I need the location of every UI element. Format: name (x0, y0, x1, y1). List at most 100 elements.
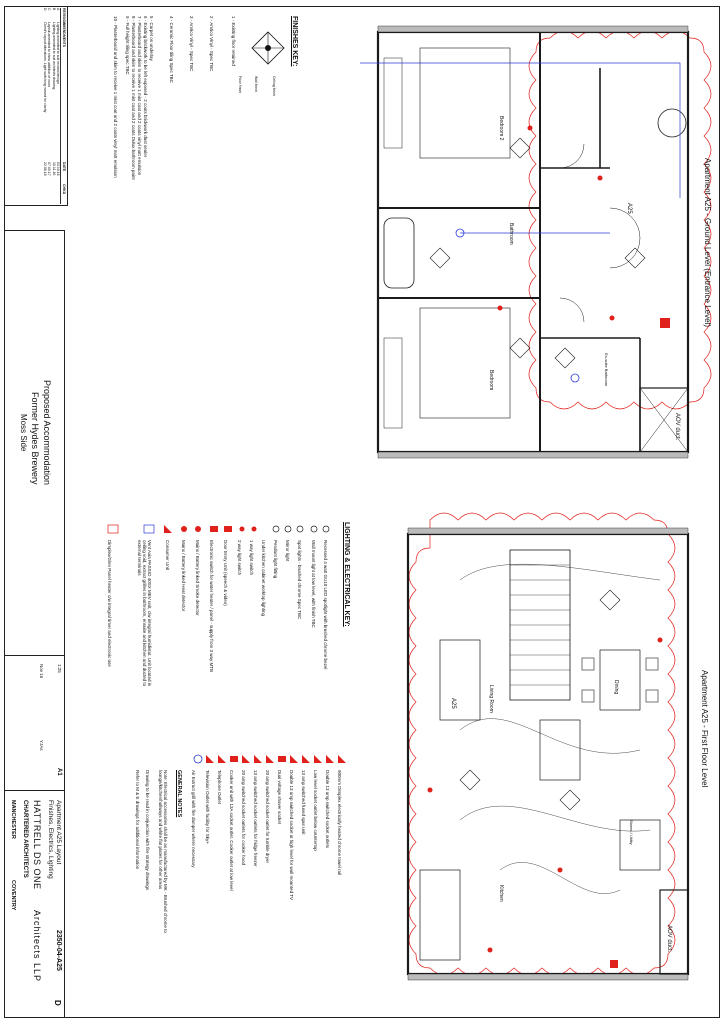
revisions-box: REVISION AMENDMENTS DATE CHKD A Lighting … (4, 6, 68, 206)
firm-subtitle: CHARTERED ARCHITECTS (22, 800, 28, 878)
room-label: En-suite Bathroom (604, 353, 609, 387)
finish-item: 2 - Amtico Vinyl - Spec TBC (209, 16, 214, 72)
lighting-key-item: Pendant light fitting (273, 540, 278, 579)
finish-item: 5 - Carpet on underlay (149, 16, 154, 61)
lighting-key-item: Vent Axia PASSIO 40SX MEV unit, c/w inte… (137, 540, 152, 687)
firm-tag: Architects LLP (32, 910, 42, 983)
date-col-header: DATE (62, 162, 66, 172)
rev-date: 22.08.18 (43, 162, 47, 176)
lighting-symbols (107, 524, 330, 534)
rev-date: 10.11.16 (52, 162, 56, 176)
project-line: Former Hydes Brewery (30, 392, 40, 485)
room-label: Bathroom (508, 223, 514, 245)
first-plan-title: Apartment A25 - First Floor Level (700, 670, 709, 788)
ceiling-finish-label: Ceiling finish (272, 76, 276, 96)
lighting-key-item: Door Entry Unit (speech & video) (223, 540, 228, 606)
revisions-table: REVISION AMENDMENTS DATE CHKD A Lighting … (43, 8, 66, 204)
office-name: MANCHESTER (10, 800, 16, 839)
drawing-title-line: Finishes, Electrics, Lighting (47, 800, 54, 879)
title-block-divider (4, 655, 64, 656)
lighting-key-item: Wall mount light at low level, with fini… (311, 540, 316, 628)
firm-name: HATTRELL DS ONE (32, 800, 42, 890)
room-label: Kitchen (498, 885, 504, 902)
lighting-key-item: 20 amp switched socket outlet for tumble… (265, 770, 270, 864)
finish-item: 9 - Full height tiling spec TBC (125, 16, 130, 75)
general-note: Drawing to be read in conjunction with f… (145, 770, 150, 891)
wall-finish-label: Wall finish (254, 76, 258, 92)
finish-item: 3 - Amtico Vinyl - Spec TBC (189, 16, 194, 72)
finish-item: 1 - Existing floor retained (231, 16, 236, 66)
lighting-key-item: Dimplex/Glen Panel heater c/w integral t… (107, 540, 112, 667)
revision-letter: D (53, 1000, 62, 1006)
rev-letter: A (56, 8, 61, 11)
finish-item: 4 - Ceramic Floor tiling Spec TBC (169, 16, 174, 83)
lighting-key-item: 13 amp switched socket outlets for fridg… (253, 770, 258, 867)
lighting-key-item: 900mm Dimplex electrically heated chrome… (337, 770, 342, 876)
scale-value: 1:25 (57, 664, 62, 673)
room-label: A25 (626, 203, 632, 214)
drawing-number: 2350-04-A25 (55, 930, 62, 971)
lighting-key-item: 1 way light switch (249, 540, 254, 576)
rev-letter: C (47, 8, 52, 11)
first-floor-plan: Apartment A25 - First Floor Level Living… (406, 512, 709, 981)
office-name: COVENTRY (10, 880, 16, 911)
rev-date: 03.10.16 (56, 162, 61, 176)
amend-col-header: AMENDMENTS (62, 22, 66, 48)
room-label: A25 (450, 698, 456, 709)
lighting-key-item: Double 13 amp switched socket outlets (325, 770, 330, 849)
sheet-border (4, 6, 720, 1018)
rev-text: Lighting amended to suit architects draw… (52, 22, 56, 90)
lighting-key-item: 13 amp switched fused spur unit (301, 770, 306, 835)
lighting-key-item: Mirror light (285, 540, 290, 562)
lighting-key-item: Telephone Outlet (217, 770, 222, 805)
sheet-size: A1 (56, 768, 62, 776)
drawing-title-line: Apartment A25 Layout (55, 800, 62, 865)
room-label: Dining (613, 680, 619, 694)
room-label: Bedroom 2 (498, 116, 504, 141)
general-note: Refer to M & E drawings for additional i… (135, 770, 140, 870)
rev-text: Lighting amended to suit revised design (56, 22, 61, 84)
chkd-col-header: CHKD (62, 184, 66, 195)
lighting-key-item: Air Extract grill with fire damper where… (191, 770, 196, 868)
lighting-key-title: LIGHTING & ELECTRICAL KEY: (343, 522, 350, 627)
revision-row: A Lighting amended to suit revised design… (56, 8, 61, 204)
aov-label: AOV duct. (674, 413, 680, 441)
title-block-divider (4, 230, 64, 231)
rev-date: 07.03.17 (47, 162, 52, 176)
room-label: Living Room (488, 685, 494, 713)
room-label: Stores / Utility (629, 820, 634, 845)
ground-floor-plan: Apartment A25 - Ground Level (Entrance L… (360, 25, 712, 459)
rev-text: Client's layout alterations. Light switc… (43, 22, 47, 113)
general-notes-title: GENERAL NOTES (176, 770, 182, 818)
aov-label: AOV duct. (666, 925, 672, 953)
lighting-key-item: Television Outlet with facility for Sky+ (205, 770, 210, 844)
lighting-key-item: Under kitchen cabinet worktop lighting (261, 540, 266, 617)
revision-row: C Layout amended to show addition of room… (47, 8, 52, 204)
lighting-key-item: Mains / Battery linked Smoke detector (195, 540, 200, 616)
rev-col-header: REVISION (62, 8, 66, 25)
finish-item: 6 - Existing brickwork to be left expose… (143, 16, 148, 158)
lighting-key-item: Spot lights - brushed chrome Spec TBC (297, 540, 302, 620)
lighting-key-item: 2 way light switch (237, 540, 242, 576)
lighting-key-item: Consumer Unit (165, 540, 170, 571)
lighting-key-item: Cooker unit with 13A socket outlet. Cook… (229, 770, 234, 891)
ground-plan-title: Apartment A25 - Ground Level (Entrance L… (703, 158, 712, 327)
floor-finish-label: Floor finish (238, 76, 242, 94)
project-line: Moss Side (19, 414, 28, 452)
lighting-symbols-2 (193, 754, 346, 764)
lighting-key-item: Electronic switch for water heater / pan… (209, 540, 214, 673)
lighting-key-item: 20 amp switched socket outlets for cooke… (241, 770, 246, 866)
room-label: Bedroom (488, 370, 494, 390)
title-block-divider (64, 230, 65, 1018)
lighting-key-item: Dual voltage shaver socket (277, 770, 282, 825)
lighting-key-item: Recessed 4 watt GU10 LED spotlight with … (323, 540, 328, 670)
date-value: Nov 16 (39, 664, 44, 679)
finish-item: 8 - Plasterboard and skim to receive 1 m… (131, 16, 136, 180)
lighting-key-item: Double 13 amp switched socket at high le… (289, 770, 294, 900)
revision-row: D Client's layout alterations. Light swit… (43, 8, 47, 204)
rev-letter: D (43, 8, 47, 11)
rev-text: Layout amended to show addition of room (47, 22, 52, 88)
finish-item: 10 - Plasterboard and skim to receive 1 … (113, 16, 118, 178)
project-line: Proposed Accommodation (42, 380, 52, 486)
lighting-key-item: Mains / Battery linked Heat detector (181, 540, 186, 612)
